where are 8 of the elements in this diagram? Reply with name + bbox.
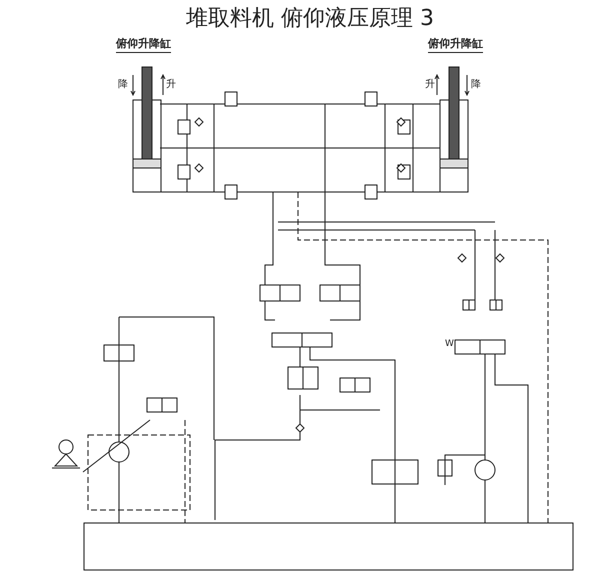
cylinder-label: 俯仰升降缸 [116,38,171,53]
direction-label: 降 [471,80,481,90]
direction-label: 升 [166,80,176,90]
cylinder-label: 俯仰升降缸 [428,38,483,53]
direction-label: 升 [425,80,435,90]
diagram-title: 堆取料机 俯仰液压原理 3 [186,8,434,30]
direction-label: 降 [118,80,128,90]
spring-label: W [445,340,454,349]
